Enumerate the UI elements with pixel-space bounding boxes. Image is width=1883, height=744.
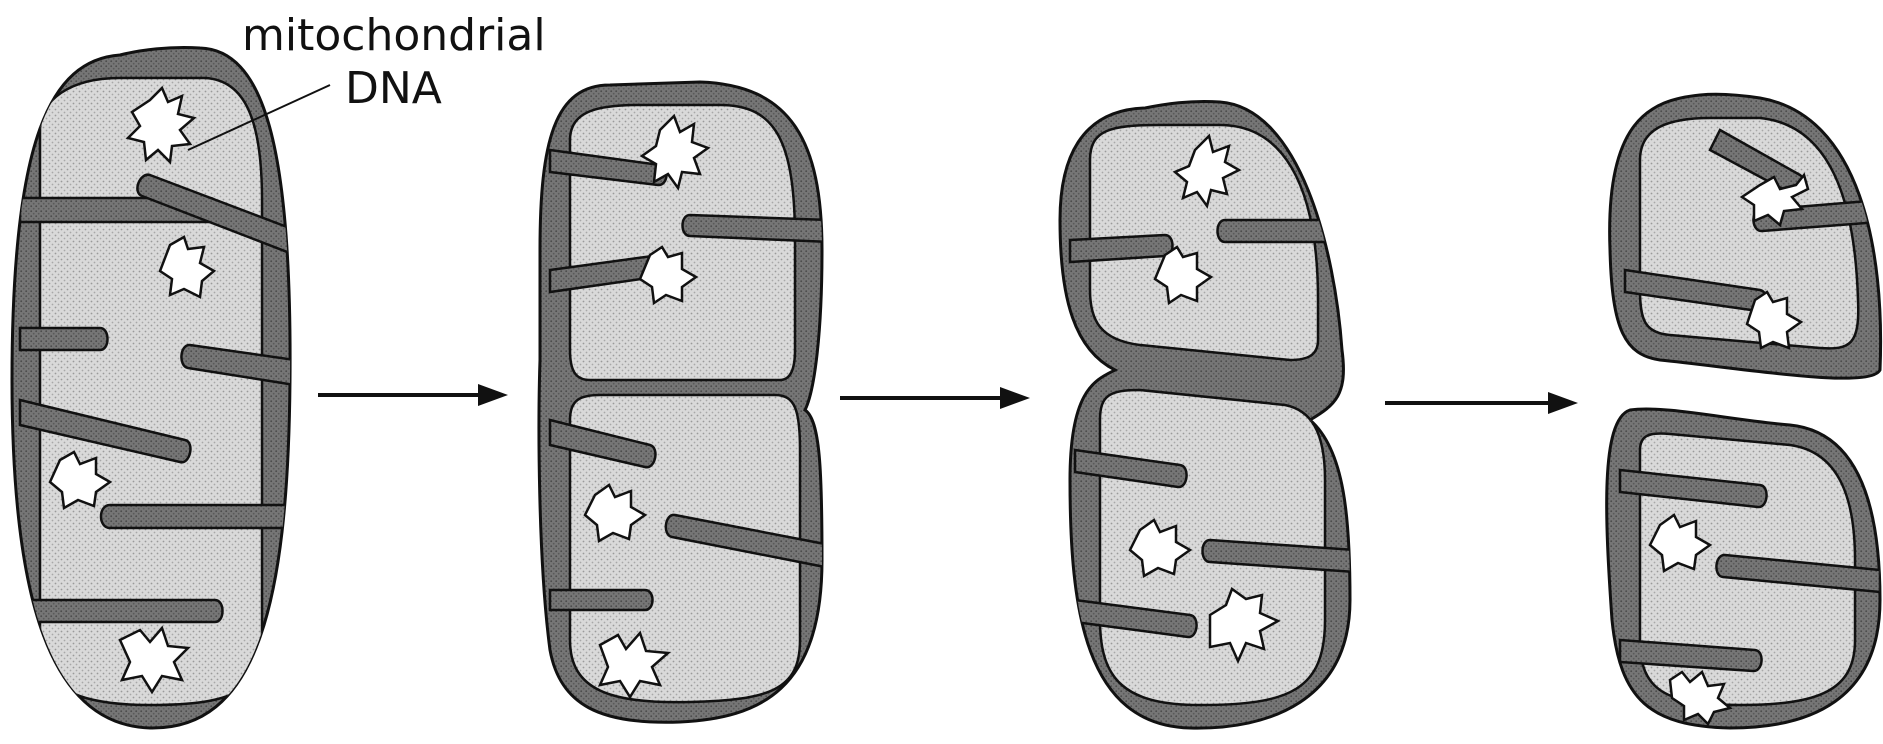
mitochondrion-stage-2 (539, 82, 830, 722)
mitochondrion-stage-1 (12, 47, 295, 728)
arrow-1 (318, 384, 508, 406)
arrow-2 (840, 387, 1030, 409)
label-line-1: mitochondrial (242, 10, 546, 61)
arrow-3 (1385, 392, 1578, 414)
mitochondrion-stage-4-top (1610, 94, 1881, 378)
mitochondrion-stage-3 (1060, 101, 1355, 728)
mitochondrion-stage-4-bottom (1607, 409, 1880, 728)
label-line-2: DNA (345, 63, 442, 114)
